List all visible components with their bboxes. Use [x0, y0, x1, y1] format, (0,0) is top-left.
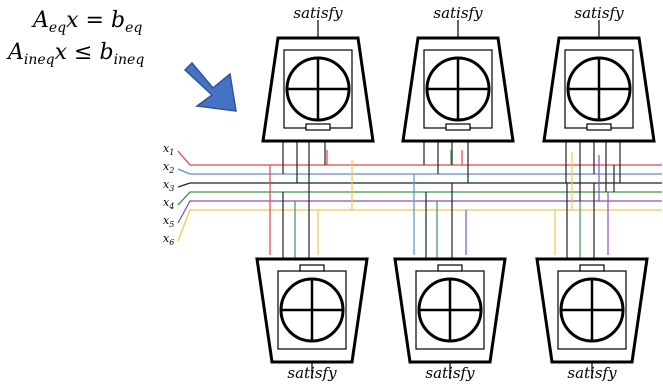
top-block-1 — [261, 20, 375, 143]
equality-constraint: Aeqx = beq — [31, 8, 142, 36]
top-block-3-housing — [542, 36, 656, 143]
bottom-block-1-tab — [299, 264, 325, 272]
top-block-2-housing — [401, 36, 515, 143]
blue-arrow-icon — [183, 61, 237, 112]
top-block-1-tab — [305, 123, 331, 131]
top-block-2 — [401, 20, 515, 143]
bus-line-x1 — [177, 150, 662, 166]
bottom-block-2-tab — [437, 264, 463, 272]
top-satisfy-label-3: satisfy — [574, 4, 624, 22]
var-label-x6: x6 — [163, 232, 174, 247]
bottom-block-1-housing — [255, 257, 369, 364]
top-block-3 — [542, 20, 656, 143]
top-block-1-housing — [261, 36, 375, 143]
top-satisfy-label-2: satisfy — [433, 4, 483, 22]
bus-line-x5 — [177, 200, 662, 224]
top-block-2-tab — [445, 123, 471, 131]
constraint-blocks — [255, 20, 656, 379]
var-label-x2: x2 — [163, 160, 174, 175]
bottom-block-3-housing — [535, 257, 649, 364]
inequality-constraint: Aineqx ≤ bineq — [6, 40, 144, 68]
var-label-x4: x4 — [163, 196, 174, 211]
bottom-block-1 — [255, 257, 369, 379]
bottom-block-3 — [535, 257, 649, 379]
var-label-x5: x5 — [163, 214, 174, 229]
bus-line-x2 — [177, 168, 662, 175]
bottom-block-3-tab — [579, 264, 605, 272]
top-block-3-tab — [586, 123, 612, 131]
top-satisfy-label-1: satisfy — [293, 4, 343, 22]
bus-line-x6 — [177, 209, 662, 242]
bus-line-x4 — [177, 191, 662, 206]
bottom-block-2 — [393, 257, 507, 379]
bottom-block-2-housing — [393, 257, 507, 364]
var-label-x1: x1 — [163, 142, 174, 157]
equation-block: Aeqx = beq Aineqx ≤ bineq — [6, 8, 144, 68]
var-label-x3: x3 — [163, 178, 174, 193]
variable-wires — [177, 140, 662, 260]
bus-line-x3 — [177, 182, 662, 188]
